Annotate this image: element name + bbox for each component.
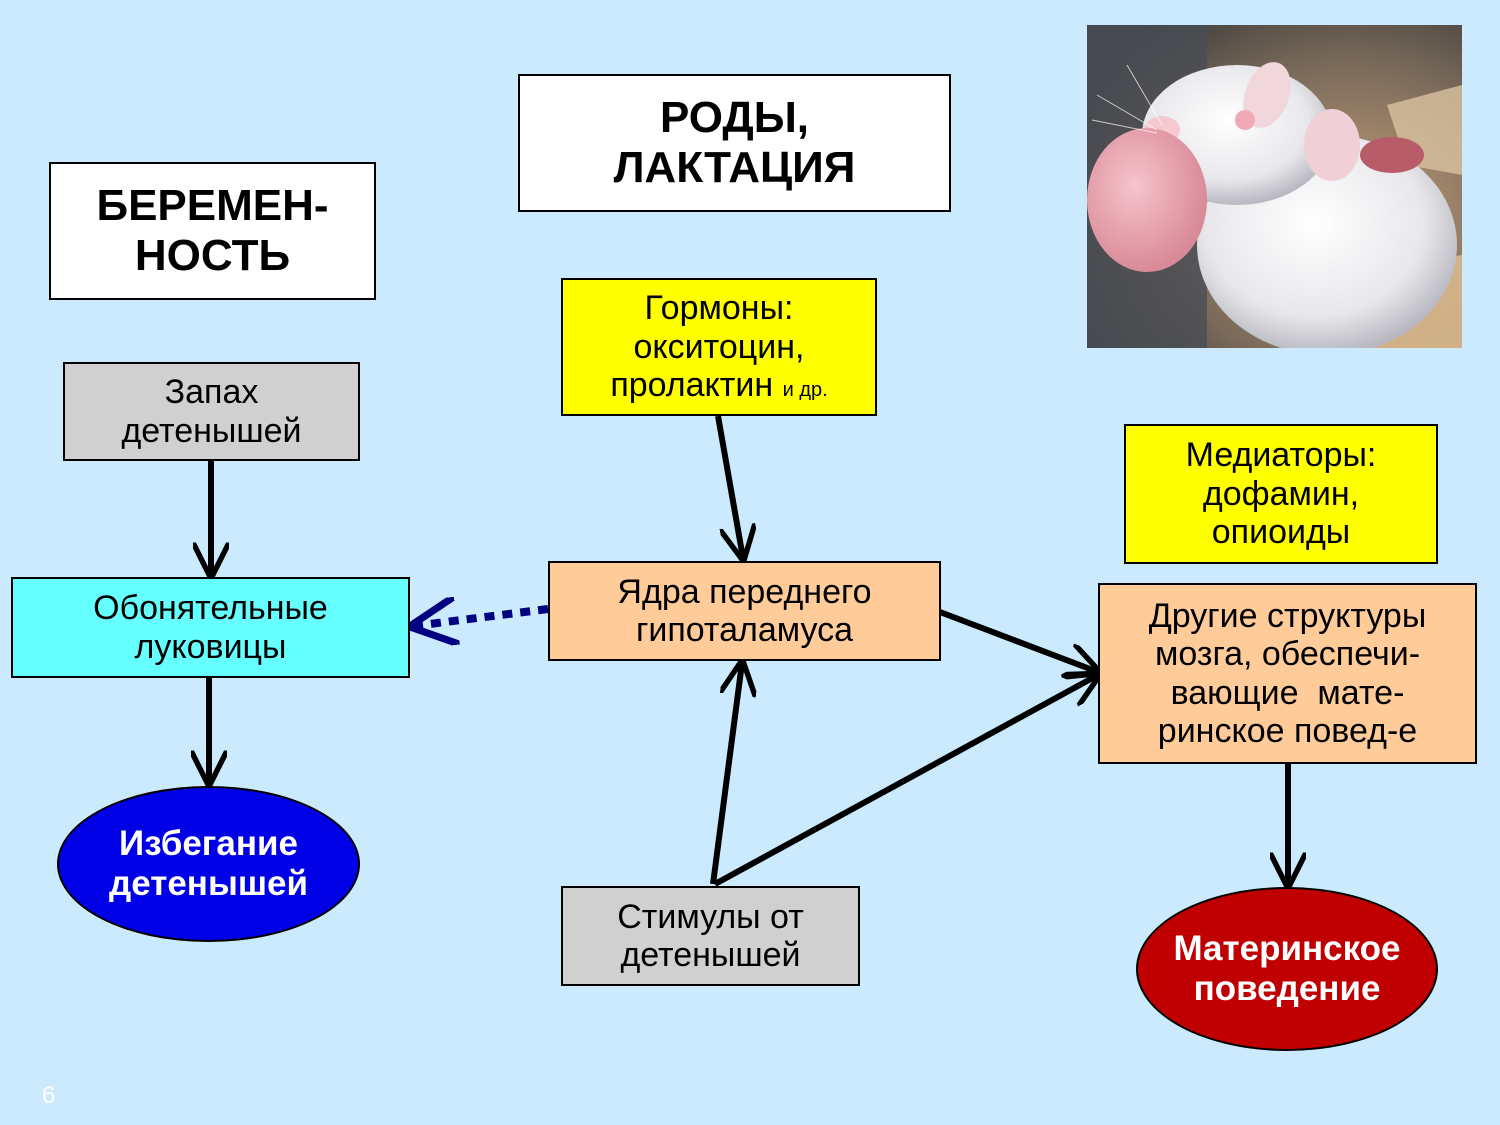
arrow-hypothalamus-to-other-structures xyxy=(938,609,1098,672)
page-number: 6 xyxy=(42,1082,56,1109)
maternal-behavior-ellipse: Материнское поведение xyxy=(1136,887,1438,1051)
pup-stimuli-box: Стимулы от детенышей xyxy=(561,886,860,986)
pup-odor-box: Запах детенышей xyxy=(63,362,360,461)
white-rat-with-pup-photo xyxy=(1087,25,1462,348)
birth-lactation-title: РОДЫ, ЛАКТАЦИЯ xyxy=(518,74,951,212)
hormones-box: Гормоны: окситоцин, пролактин и др. xyxy=(561,278,877,416)
dotted-arrow-hypothalamus-to-bulbs xyxy=(414,609,549,626)
arrow-stimuli-to-hypothalamus xyxy=(710,663,742,885)
olfactory-bulbs-box: Обонятельные луковицы xyxy=(11,577,410,678)
pup-avoidance-ellipse: Избегание детенышей xyxy=(57,786,360,942)
mediators-box: Медиаторы: дофамин, опиоиды xyxy=(1124,424,1438,564)
arrow-stimuli-to-other-structures xyxy=(713,675,1098,887)
pregnancy-title: БЕРЕМЕН- НОСТЬ xyxy=(49,162,376,300)
rat-photo-icon xyxy=(1087,25,1462,348)
other-brain-structures-box: Другие структуры мозга, обеспечи- вающие… xyxy=(1098,583,1477,764)
arrow-hormones-to-hypothalamus xyxy=(715,415,743,558)
anterior-hypothalamus-box: Ядра переднего гипоталамуса xyxy=(548,561,941,661)
